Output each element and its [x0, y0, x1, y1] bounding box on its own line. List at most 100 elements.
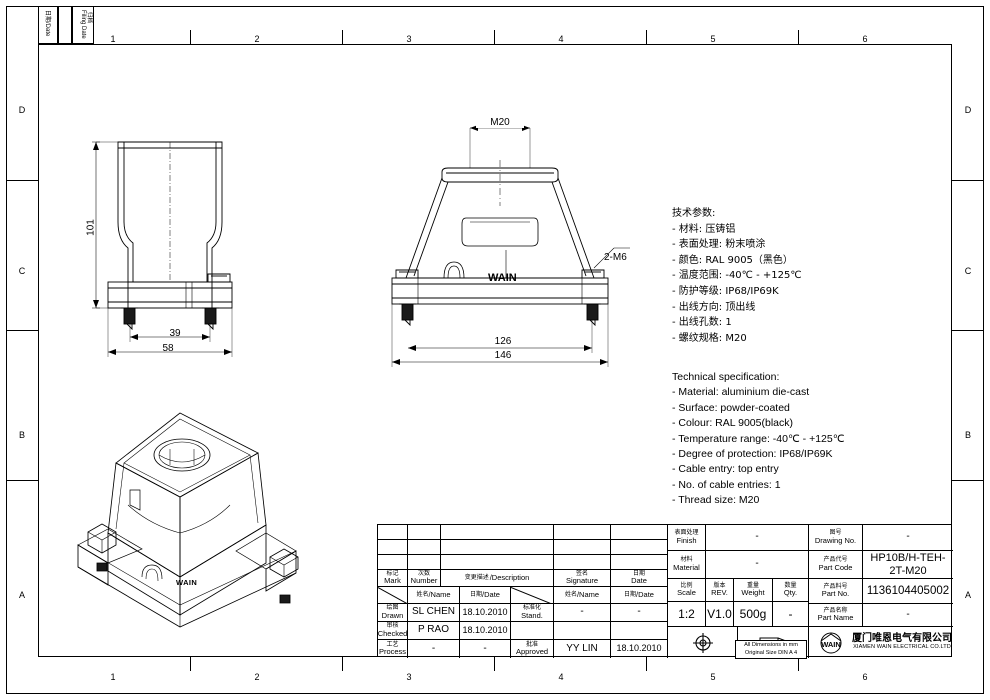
revision-cell-mark	[378, 525, 408, 540]
specs-chinese-line: - 出线孔数: 1	[672, 317, 732, 329]
sign-row-role-drawn: 绘图 Drawn	[378, 604, 408, 622]
revision-cell-signature	[554, 555, 611, 570]
sign-row-date-approved: 18.10.2010	[611, 640, 668, 658]
revision-cell-description	[441, 540, 554, 555]
ruler-tick-top	[190, 30, 191, 44]
specs-english-title: Technical specification:	[672, 371, 780, 383]
zone-label-left-B: B	[18, 430, 25, 440]
sign-row-date-blank	[611, 622, 668, 640]
company-name-en: XIAMEN WAIN ELECTRICAL CO.LTD	[853, 643, 951, 650]
ruler-tick-right	[952, 330, 984, 331]
specs-english-line: - Material: aluminium die-cast	[672, 386, 810, 399]
rev-label: 版本 REV.	[706, 579, 734, 602]
front-view-dim-bolt-centers: 126	[483, 336, 523, 347]
part-code-value: HP10B/H-TEH-2T-M20	[863, 551, 953, 579]
sign-row-role-checked: 审核 Checked	[378, 622, 408, 640]
zone-label-left-D: D	[18, 105, 26, 115]
side-view-dim-bolt-spacing: 39	[169, 328, 181, 339]
rev-value: V1.0	[706, 602, 734, 627]
specs-chinese: 技术参数: - 材料: 压铸铝 - 表面处理: 粉末喷涂 - 颜色: RAL 9…	[672, 206, 802, 346]
finish-label: 表面处理 Finish	[668, 525, 706, 551]
front-view-dim-thread: M20	[476, 117, 524, 128]
sign-row-role-stand: 标准化 Stand.	[511, 604, 554, 622]
part-name-value: -	[863, 604, 953, 627]
zone-label-top-5: 5	[710, 34, 716, 44]
ruler-tick-bottom	[190, 657, 191, 671]
sign-row-date-process: -	[460, 640, 511, 658]
zone-label-left-C: C	[18, 266, 26, 276]
dimension-notes-text: All Dimensions in mm Original Size DIN A…	[735, 640, 807, 660]
ruler-tick-bottom	[494, 657, 495, 671]
first-angle-projection-icon	[692, 632, 713, 653]
filing-date-header-label-cn: 归档	[86, 12, 92, 24]
revision-cell-date	[611, 540, 668, 555]
revision-cell-date	[611, 555, 668, 570]
revision-header-mark: 标记 Mark	[378, 570, 408, 587]
revision-header-date: 日期 Date	[611, 570, 668, 587]
ruler-tick-top	[798, 30, 799, 44]
drawing-no-value: -	[863, 525, 953, 551]
specs-english-line: - No. of cable entries: 1	[672, 478, 781, 491]
zone-label-bottom-4: 4	[558, 672, 564, 682]
side-view-drawing	[92, 141, 233, 357]
sign-row-name-checked: P RAO	[408, 622, 460, 640]
front-view-drawing	[391, 125, 630, 367]
side-view-dim-height: 101	[85, 219, 97, 236]
revision-cell-number	[408, 540, 441, 555]
zone-label-bottom-3: 3	[406, 672, 412, 682]
specs-english-line: - Colour: RAL 9005(black)	[672, 417, 793, 430]
scale-label: 比例 Scale	[668, 579, 706, 602]
zone-label-top-6: 6	[862, 34, 868, 44]
zone-label-bottom-2: 2	[254, 672, 260, 682]
company-block: WAIN 厦门唯恩电气有限公司 XIAMEN WAIN ELECTRICAL C…	[809, 627, 953, 658]
revision-cell-number	[408, 525, 441, 540]
sign-row-name-blank	[554, 622, 611, 640]
revision-header-number: 次数 Number	[408, 570, 441, 587]
specs-english-line: - Temperature range: -40℃ - +125℃	[672, 432, 845, 445]
qty-value: -	[773, 602, 809, 627]
front-view-callout-bolt: 2-M6	[604, 252, 627, 263]
side-view-dim-width: 58	[162, 343, 174, 354]
specs-chinese-line: - 颜色: RAL 9005（黑色）	[672, 254, 793, 266]
specs-english: Technical specification: - Material: alu…	[672, 370, 845, 509]
specs-chinese-line: - 出线方向: 顶出线	[672, 301, 756, 313]
specs-english-line: - Surface: powder-coated	[672, 401, 790, 414]
zone-label-right-C: C	[964, 266, 972, 276]
specs-english-line: - Degree of protection: IP68/IP69K	[672, 448, 833, 461]
sign-row-date-drawn: 18.10.2010	[460, 604, 511, 622]
svg-text:WAIN: WAIN	[821, 640, 841, 649]
specs-chinese-title: 技术参数:	[672, 208, 716, 219]
revision-cell-signature	[554, 525, 611, 540]
part-code-label: 产品代号 Part Code	[809, 551, 863, 579]
sign-row-role-process: 工艺 Process	[378, 640, 408, 658]
part-name-label: 产品名称 Part Name	[809, 604, 863, 627]
wain-logo-icon: WAIN	[820, 632, 842, 653]
zone-label-top-3: 3	[406, 34, 412, 44]
front-view-brand-label: WAIN	[488, 272, 517, 284]
zone-label-top-1: 1	[110, 34, 116, 44]
sig-header-date: 日期 /Date	[460, 587, 511, 604]
date-header-box	[58, 6, 72, 44]
revision-cell-mark	[378, 540, 408, 555]
scale-value: 1:2	[668, 602, 706, 627]
specs-english-line: - Cable entry: top entry	[672, 463, 779, 476]
sig-header-date2: 日期 /Date	[611, 587, 668, 604]
ruler-tick-left	[6, 330, 38, 331]
ruler-tick-bottom	[798, 657, 799, 671]
zone-label-left-A: A	[18, 590, 25, 600]
drawing-no-label: 图号 Drawing No.	[809, 525, 863, 551]
front-view-dim-length: 146	[483, 350, 523, 361]
sign-row-date-checked: 18.10.2010	[460, 622, 511, 640]
material-value: -	[706, 551, 809, 579]
zone-label-right-D: D	[964, 105, 972, 115]
ruler-tick-bottom	[646, 657, 647, 671]
sig-header-diagonal-left	[378, 587, 408, 604]
zone-label-top-4: 4	[558, 34, 564, 44]
revision-cell-description	[441, 525, 554, 540]
zone-label-bottom-5: 5	[710, 672, 716, 682]
specs-chinese-line: - 温度范围: -40℃ - +125℃	[672, 270, 802, 282]
weight-value: 500g	[734, 602, 773, 627]
sig-header-name2: 姓名 /Name	[554, 587, 611, 604]
revision-cell-date	[611, 525, 668, 540]
ruler-tick-right	[952, 180, 984, 181]
